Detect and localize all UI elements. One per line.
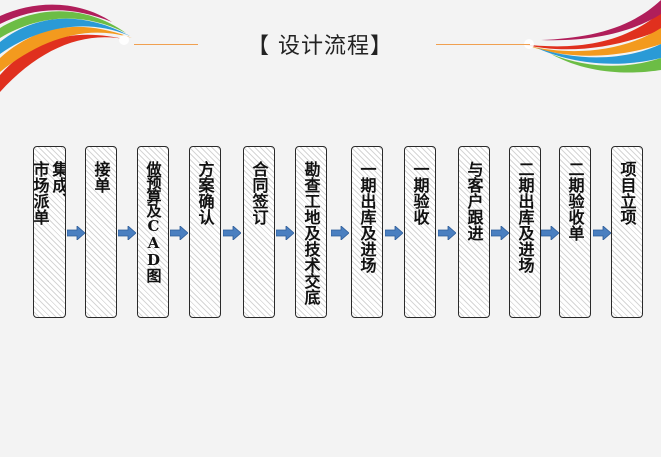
process-step-8: 一期验收	[404, 146, 436, 318]
process-step-label: 一期出库及进场	[357, 161, 377, 273]
process-step-5: 合同签订	[243, 146, 275, 318]
process-step-6: 勘查工地及技术交底	[295, 146, 327, 318]
flow-arrow-icon	[438, 226, 456, 240]
process-step-label: 方案确认	[195, 161, 215, 225]
process-step-label: 一期验收	[410, 161, 430, 225]
decorative-swoosh-right	[521, 0, 661, 73]
process-step-7: 一期出库及进场	[351, 146, 383, 318]
process-step-4: 方案确认	[189, 146, 221, 318]
process-step-1: 集成、 市场派单	[33, 146, 66, 318]
process-step-label: 与客户跟进	[464, 161, 484, 241]
flow-arrow-icon	[276, 226, 294, 240]
page-title: 【 设计流程】	[247, 34, 393, 59]
process-step-12: 项目立项	[611, 146, 643, 318]
process-step-label: 二期出库及进场	[515, 161, 535, 273]
title-divider-right	[436, 44, 530, 45]
title-divider-left	[134, 44, 198, 45]
flow-arrow-icon	[541, 226, 559, 240]
flow-arrow-icon	[331, 226, 349, 240]
process-step-2: 接单	[85, 146, 117, 318]
flow-arrow-icon	[385, 226, 403, 240]
process-step-9: 与客户跟进	[458, 146, 490, 318]
flow-arrow-icon	[67, 226, 85, 240]
flow-arrow-icon	[223, 226, 241, 240]
flow-arrow-icon	[491, 226, 509, 240]
process-step-label: 二期验收单	[565, 161, 585, 241]
process-step-label: 集成、 市场派单	[33, 161, 66, 225]
process-step-label: 合同签订	[249, 161, 269, 225]
process-step-label: 做预算及CAD图	[144, 161, 163, 282]
process-step-label: 勘查工地及技术交底	[301, 161, 321, 305]
process-step-10: 二期出库及进场	[509, 146, 541, 318]
decorative-swoosh-left	[0, 4, 132, 92]
process-step-label: 项目立项	[617, 161, 637, 225]
flow-arrow-icon	[170, 226, 188, 240]
flow-arrow-icon	[118, 226, 136, 240]
process-step-label: 接单	[91, 161, 111, 193]
flow-arrow-icon	[593, 226, 611, 240]
process-step-11: 二期验收单	[559, 146, 591, 318]
process-step-3: 做预算及CAD图	[137, 146, 169, 318]
